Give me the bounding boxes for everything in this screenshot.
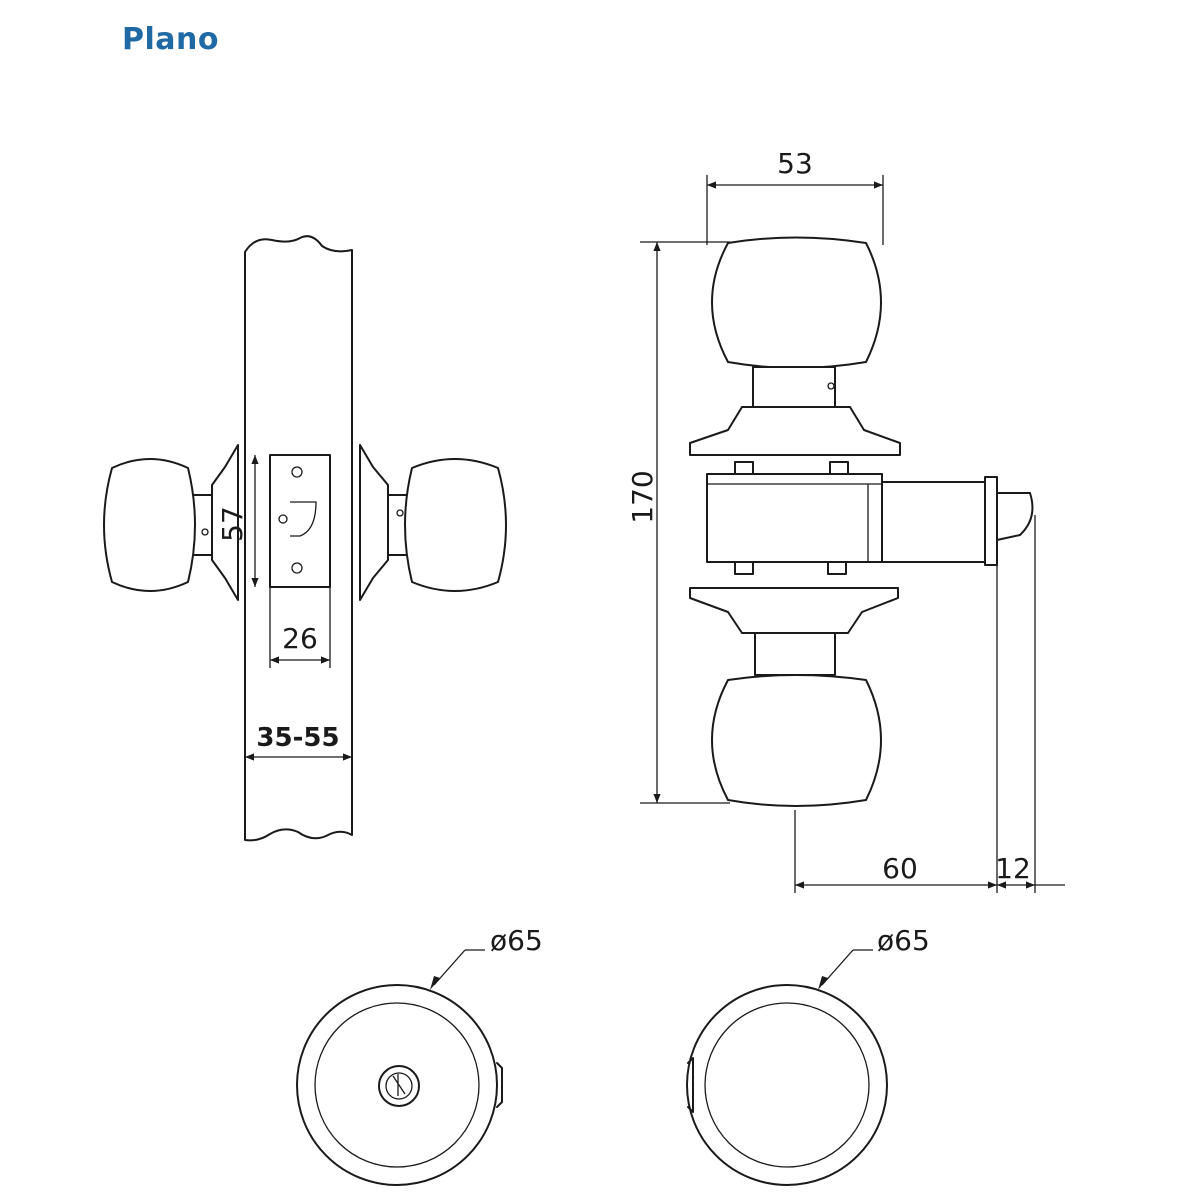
top-knob xyxy=(689,236,901,456)
side-elevation-view: 53 170 60 12 xyxy=(626,147,1065,893)
dimension-backset-height: 57 xyxy=(216,506,249,542)
dimension-rose-diameter-inside: ø65 xyxy=(877,924,930,957)
left-knob xyxy=(103,444,239,601)
dimension-overall-height: 170 xyxy=(626,470,659,523)
dimension-knob-width: 53 xyxy=(777,147,813,180)
dimension-backset: 60 xyxy=(882,852,918,885)
right-knob xyxy=(359,444,507,601)
lock-chassis xyxy=(706,461,1034,575)
rose-view-key-side: ø65 xyxy=(296,924,543,1186)
latch-face-plate xyxy=(269,454,331,588)
dimension-rose-diameter-key-side: ø65 xyxy=(490,924,543,957)
dimension-door-thickness: 35-55 xyxy=(256,723,339,753)
bottom-knob xyxy=(689,587,899,807)
rose-view-inside: ø65 xyxy=(686,924,930,1186)
dimension-latch-projection: 12 xyxy=(995,852,1031,885)
dimension-latch-face-width: 26 xyxy=(282,622,318,655)
page-title: Plano xyxy=(122,22,219,57)
door-section-view: 57 26 35-55 xyxy=(103,235,507,842)
